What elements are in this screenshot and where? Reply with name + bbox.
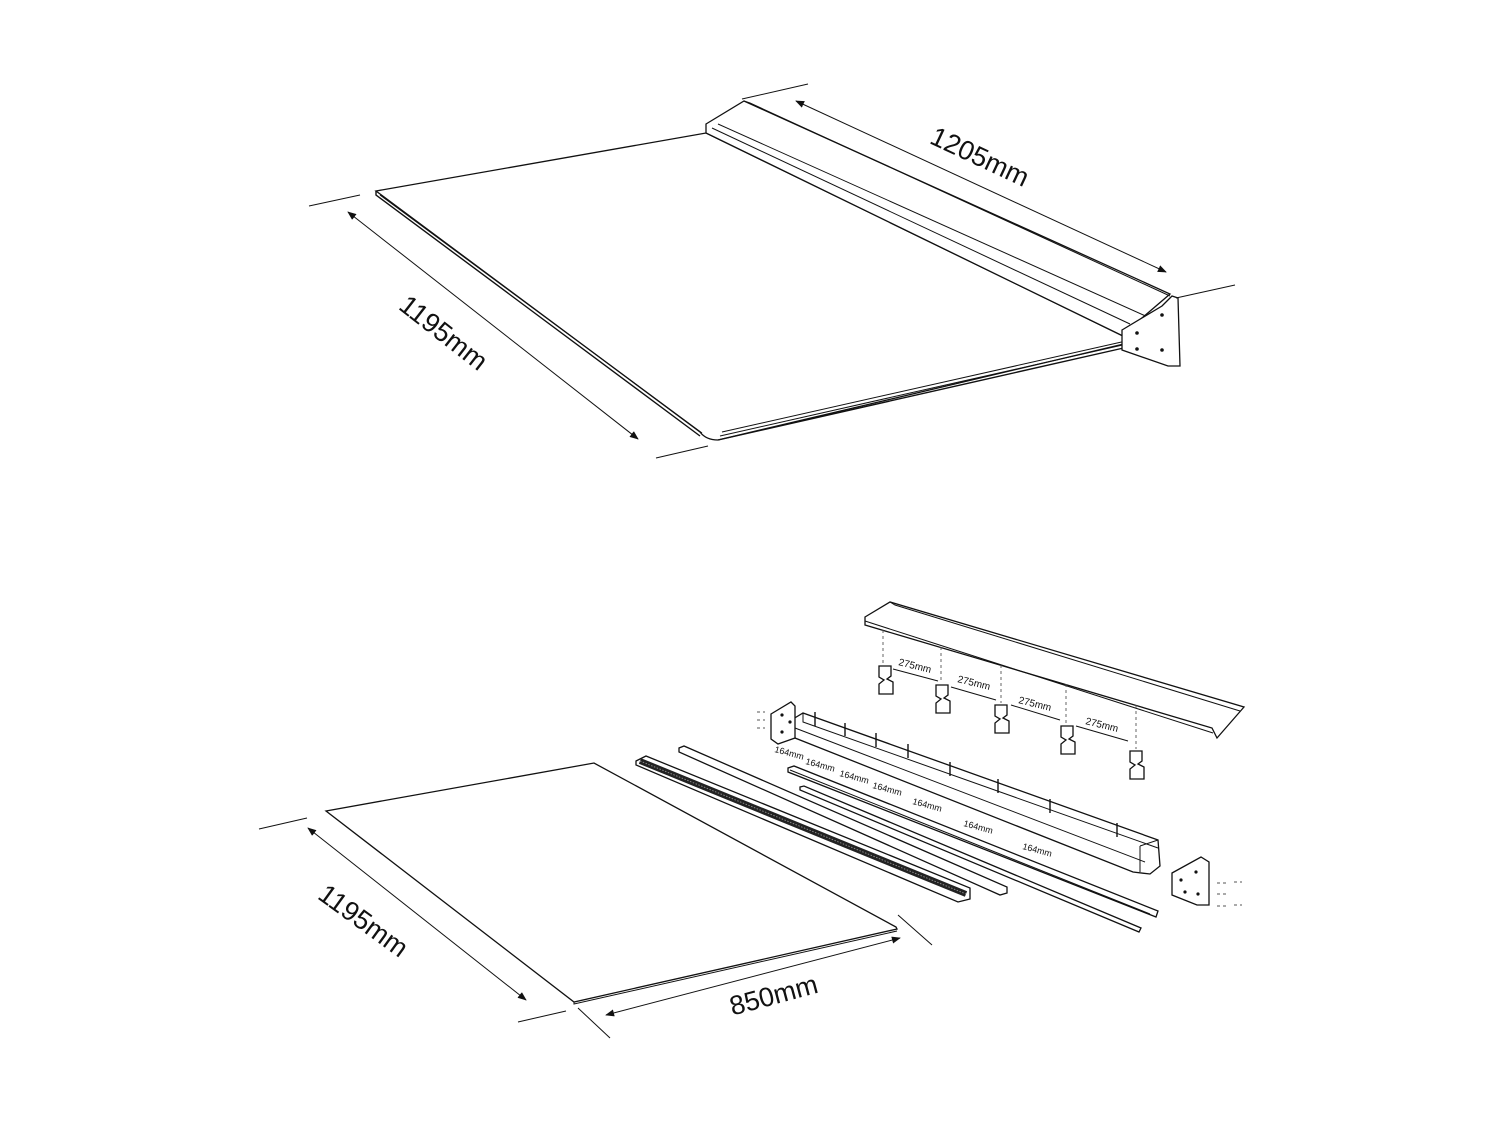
panel-width-label: 850mm <box>726 969 821 1021</box>
bracket-1 <box>878 630 894 695</box>
screw-spacing-3: 164mm <box>838 768 870 785</box>
bracket-spacing-1: 275mm <box>897 657 932 676</box>
flat-panel <box>324 762 898 1003</box>
screw-spacing-2: 164mm <box>804 756 836 773</box>
panel-depth-label: 1195mm <box>313 878 414 963</box>
screw-spacing-6: 164mm <box>962 818 994 835</box>
screw-spacing-7: 164mm <box>1021 841 1053 858</box>
screw-spacing-5: 164mm <box>911 796 943 813</box>
depth-label: 1195mm <box>394 289 494 376</box>
bracket-2 <box>935 647 951 714</box>
width-label: 1205mm <box>926 121 1034 193</box>
right-side-bracket <box>1171 856 1242 907</box>
screw-spacing-4: 164mm <box>871 780 903 797</box>
bracket-5 <box>1129 705 1145 780</box>
bracket-4 <box>1060 684 1076 755</box>
assembled-canopy: 1205mm 1195mm <box>308 83 1236 459</box>
exploded-view: 1195mm 850mm <box>258 601 1246 1039</box>
bracket-spacing-4: 275mm <box>1084 716 1119 735</box>
screw-spacing-1: 164mm <box>773 744 805 761</box>
bracket-spacing-3: 275mm <box>1017 695 1052 714</box>
left-side-bracket <box>757 701 796 745</box>
channel-strip <box>787 765 1159 918</box>
bracket-3 <box>994 665 1010 734</box>
cover-strip <box>678 745 1008 896</box>
gasket-strip <box>635 755 971 903</box>
main-profile: 164mm 164mm 164mm 164mm 164mm 164mm 164m… <box>773 712 1161 875</box>
edge-strip <box>799 785 1142 933</box>
screws <box>814 712 1118 837</box>
top-cover <box>864 601 1246 740</box>
